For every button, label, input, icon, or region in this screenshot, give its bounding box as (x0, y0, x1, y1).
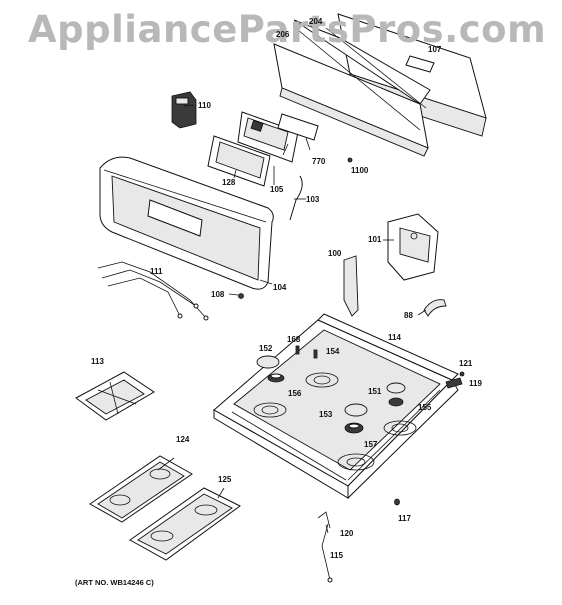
part-label-101: 101 (368, 235, 382, 244)
part-label-206: 206 (276, 30, 290, 39)
part-label-105: 105 (270, 185, 284, 194)
part-105-control (237, 111, 299, 163)
part-label-770: 770 (312, 157, 326, 166)
part-label-168: 168 (287, 335, 301, 344)
part-label-117: 117 (398, 514, 411, 523)
part-124-drip-tray (89, 455, 193, 523)
part-label-100: 100 (328, 249, 342, 258)
part-label-111: 111 (150, 267, 163, 276)
part-103-rod (289, 175, 303, 221)
part-label-121: 121 (459, 359, 473, 368)
part-label-153: 153 (319, 410, 333, 419)
part-120-115-rod (317, 511, 333, 583)
part-153-burner-cap (344, 403, 368, 417)
part-108-screw (238, 293, 244, 299)
part-label-104: 104 (273, 283, 287, 292)
part-label-204: 204 (309, 17, 323, 26)
watermark-text: AppliancePartsPros.com (28, 8, 547, 51)
part-113-grate (75, 371, 155, 421)
part-111-harness (97, 261, 209, 321)
part-label-156: 156 (288, 389, 302, 398)
part-label-110: 110 (198, 101, 211, 110)
part-label-157: 157 (364, 440, 378, 449)
leader-lines (157, 104, 427, 534)
part-110-switch (171, 91, 197, 129)
part-label-114: 114 (388, 333, 401, 342)
part-101-bracket (387, 213, 439, 281)
part-label-115: 115 (330, 551, 343, 560)
part-1100-screw (347, 157, 353, 163)
part-label-120: 120 (340, 529, 354, 538)
part-label-155: 155 (418, 403, 432, 412)
part-label-107: 107 (428, 45, 442, 54)
part-label-128: 128 (222, 178, 236, 187)
part-label-152: 152 (259, 344, 273, 353)
part-119-hinge (445, 377, 463, 389)
part-88-grommet (423, 299, 447, 317)
part-label-113: 113 (91, 357, 104, 366)
part-770-bracket (277, 113, 319, 151)
part-128-overlay (207, 135, 271, 187)
part-label-88: 88 (404, 311, 413, 320)
part-100-side-trim (343, 255, 359, 317)
part-168-electrode (295, 345, 300, 355)
part-label-151: 151 (368, 387, 382, 396)
part-107-backsplash (273, 13, 487, 157)
part-label-119: 119 (469, 379, 482, 388)
part-label-124: 124 (176, 435, 190, 444)
part-label-103: 103 (306, 195, 320, 204)
part-label-125: 125 (218, 475, 232, 484)
part-155-burner-head (388, 397, 404, 407)
art-number-caption: (ART NO. WB14246 C) (75, 578, 154, 587)
part-label-1100: 1100 (351, 166, 369, 175)
part-117-screw (394, 498, 400, 506)
part-157-burner-head (344, 422, 364, 434)
part-label-108: 108 (211, 290, 225, 299)
part-156-burner-head (267, 373, 285, 383)
part-125-drip-tray (129, 487, 241, 561)
part-154-electrode (313, 349, 318, 359)
part-label-154: 154 (326, 347, 340, 356)
part-121-screw (459, 371, 465, 377)
part-152-burner-cap (256, 355, 280, 369)
part-151-burner-cap (386, 382, 406, 394)
part-104-control-panel (99, 156, 274, 290)
